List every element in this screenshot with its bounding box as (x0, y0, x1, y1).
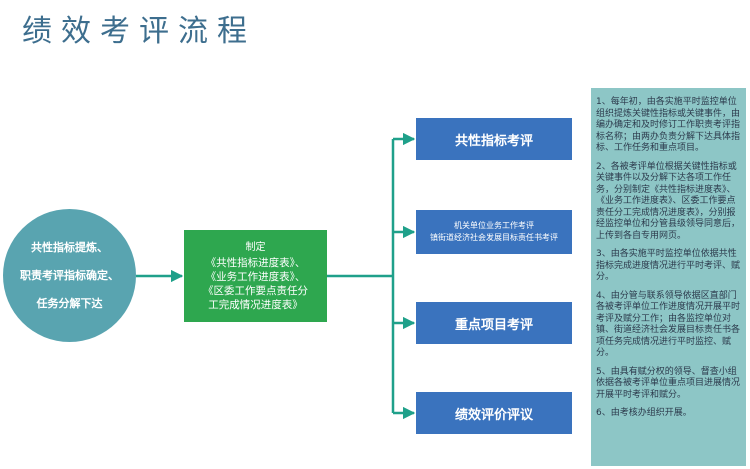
plan-node-line-3: 《区委工作要点责任分 (203, 284, 308, 297)
start-line-3: 任务分解下达 (36, 296, 103, 310)
plan-node-line-2: 《业务工作进度表》、 (205, 270, 306, 283)
business-work-eval-line-1: 机关单位业务工作考评 (454, 221, 534, 230)
note-6: 6、由考核办组织开展。 (596, 408, 692, 418)
plan-node-heading: 制定 (245, 241, 266, 253)
common-indicator-eval-label: 共性指标考评 (454, 133, 533, 149)
notes-panel: 1、每年初，由各实施平时监控单位组织提炼关键性指标或关键事件，由编办确定和及时修… (591, 88, 746, 466)
page-title: 绩效考评流程 (22, 14, 256, 49)
business-work-eval-box: 机关单位业务工作考评 镇街道经济社会发展目标责任书考评 (416, 210, 572, 254)
key-project-eval-label: 重点项目考评 (454, 317, 533, 333)
start-node: 共性指标提炼、 职责考评指标确定、 任务分解下达 (3, 209, 136, 342)
performance-review-label: 绩效评价评议 (454, 407, 533, 423)
business-work-eval-line-2: 镇街道经济社会发展目标责任书考评 (430, 233, 558, 242)
note-5: 5、由具有赋分权的领导、督查小组依据各被考评单位重点项目进展情况开展平时考评和赋… (596, 366, 741, 400)
plan-node-line-1: 《共性指标进度表》、 (205, 256, 306, 269)
plan-node-line-4: 工完成情况进度表》 (208, 298, 303, 311)
note-3: 3、由各实施平时监控单位依据共性指标完成进度情况进行平时考评、赋分。 (596, 249, 741, 282)
note-1: 1、每年初，由各实施平时监控单位组织提炼关键性指标或关键事件，由编办确定和及时修… (596, 97, 741, 153)
plan-node: 制定 《共性指标进度表》、 《业务工作进度表》、 《区委工作要点责任分 工完成情… (184, 230, 327, 322)
note-2: 2、各被考评单位根据关键性指标或关键事件以及分解下达各项工作任务，分别制定《共性… (596, 161, 741, 241)
key-project-eval-box: 重点项目考评 (416, 302, 572, 344)
note-4: 4、由分管与联系领导依据区直部门各被考评单位工作进度情况开展平时考评及赋分工作；… (596, 290, 741, 359)
start-line-2: 职责考评指标确定、 (20, 268, 119, 282)
start-line-1: 共性指标提炼、 (31, 240, 108, 254)
start-node-text: 共性指标提炼、 职责考评指标确定、 任务分解下达 (11, 227, 129, 325)
performance-review-box: 绩效评价评议 (416, 392, 572, 434)
common-indicator-eval-box: 共性指标考评 (416, 118, 572, 160)
